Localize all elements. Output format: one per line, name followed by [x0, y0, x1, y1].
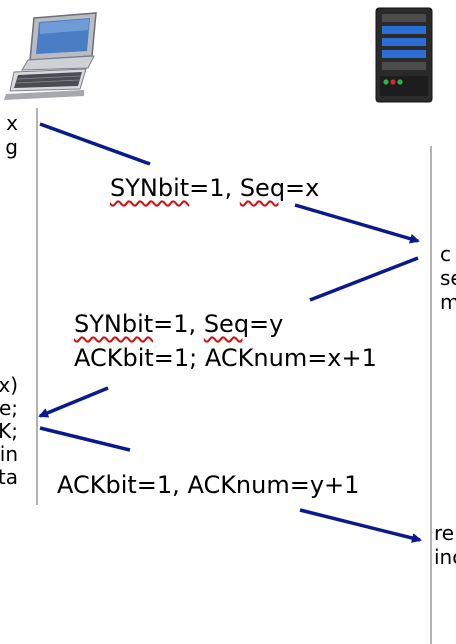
syn-flag-value: =1, [189, 174, 240, 202]
ack-arrow-segment-1 [39, 426, 131, 452]
syn-arrow-segment-1 [39, 122, 151, 166]
server-note-line-4: re [434, 521, 455, 545]
syn-flag-name: SYNbit [110, 174, 190, 202]
syn-arrow-segment-2 [294, 203, 420, 244]
server-note-line-3: m [440, 290, 456, 314]
client-note-line-4: e; [0, 396, 18, 420]
client-note-line-7: ta [0, 465, 18, 489]
synack-flag-name: SYNbit [74, 310, 154, 338]
client-note-line-6: in [0, 442, 18, 466]
synack-message-line-2: ACKbit=1; ACKnum=x+1 [74, 344, 377, 372]
server-note-line-1: c [440, 242, 451, 266]
syn-message-label: SYNbit=1, Seq=x [110, 176, 319, 200]
synack-seq-label: Seq [203, 310, 250, 338]
client-note-line-3: x) [0, 373, 18, 397]
client-note-line-2: g [5, 135, 18, 159]
desktop-computer-icon [4, 12, 97, 100]
client-note-line-1: x [6, 111, 18, 135]
synack-arrow-segment-1 [309, 256, 419, 302]
ack-arrow-segment-2 [299, 508, 422, 543]
synack-flag-value: =1, [153, 310, 204, 338]
server-tower-icon [375, 7, 433, 103]
synack-arrow-segment-2 [38, 386, 109, 418]
synack-seq-value: =y [249, 310, 284, 338]
syn-seq-value: =x [285, 174, 320, 202]
syn-seq-label: Seq [239, 174, 286, 202]
server-note-line-5: inc [434, 545, 456, 569]
ack-message-label: ACKbit=1, ACKnum=y+1 [57, 471, 360, 499]
synack-message-line-1: SYNbit=1, Seq=y [74, 312, 283, 336]
server-note-line-2: se [440, 266, 456, 290]
client-note-line-5: K; [0, 419, 18, 443]
